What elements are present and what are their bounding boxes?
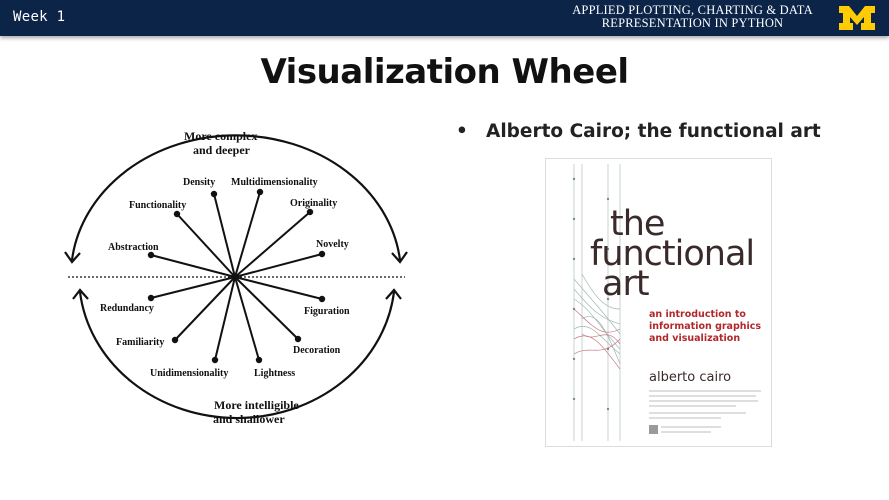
label-novelty: Novelty [316,239,349,250]
bullet-text: Alberto Cairo; the functional art [486,121,821,142]
label-abstraction: Abstraction [108,242,159,253]
spoke-density [213,193,236,278]
book-title-line1: the [610,204,665,244]
top-label-line2: and deeper [193,143,251,157]
dot-decoration [294,335,302,343]
spoke-originality [234,211,311,278]
course-title: APPLIED PLOTTING, CHARTING & DATA REPRES… [560,4,825,30]
label-density: Density [183,177,215,188]
upper-right-arrowhead [391,251,408,264]
book-author: alberto cairo [649,370,732,385]
spoke-novelty [234,253,323,278]
visualization-wheel-diagram: Density Multidimensionality Functionalit… [64,129,408,426]
label-lightness: Lightness [254,368,295,379]
dot-functionality [173,210,181,218]
header-bar: Week 1 APPLIED PLOTTING, CHARTING & DATA… [0,0,889,36]
spoke-decoration [234,276,299,340]
book-subtitle-line2: information graphics [649,321,762,332]
label-redundancy: Redundancy [100,303,154,314]
dot-unidimensionality [211,356,219,364]
upper-left-arrowhead [64,251,81,264]
dot-abstraction [147,251,155,259]
lower-right-arrowhead [385,288,402,300]
dot-redundancy [147,294,155,302]
book-subtitle-line3: and visualization [649,333,741,344]
lower-left-arrowhead [72,288,89,300]
spoke-functionality [176,213,236,278]
dot-density [210,190,218,198]
label-originality: Originality [290,198,337,209]
dot-novelty [318,250,326,258]
spoke-abstraction [150,254,236,278]
bottom-label-line2: and shallower [213,412,285,426]
bullet-dot: • [456,121,468,142]
dot-familiarity [171,336,179,344]
dot-figuration [318,295,326,303]
block-m-logo-icon [839,6,875,30]
book-subtitle-line1: an introduction to [649,309,746,320]
spoke-redundancy [150,276,236,299]
bottom-label-line1: More intelligible [214,398,299,412]
course-title-line1: APPLIED PLOTTING, CHARTING & DATA [572,3,813,17]
week-label: Week 1 [13,9,66,25]
label-multidimensionality: Multidimensionality [231,177,318,188]
lower-arc [78,291,396,420]
spoke-lightness [234,276,260,361]
upper-arc [70,134,402,261]
label-functionality: Functionality [129,200,186,211]
book-title: the functional art [590,204,755,304]
spoke-multidimensionality [234,191,261,278]
book-subtitle: an introduction to information graphics … [649,309,761,345]
spoke-figuration [234,276,323,300]
label-decoration: Decoration [293,345,341,356]
label-familiarity: Familiarity [116,337,164,348]
slide-title: Visualization Wheel [260,52,629,92]
top-label-line1: More complex [184,129,257,143]
book-title-line2: functional [590,234,755,274]
label-figuration: Figuration [304,306,350,317]
dot-lightness [255,356,263,364]
dot-multidimensionality [256,188,264,196]
book-cover-image: the functional art an introduction to in… [545,158,772,447]
book-title-line3: art [602,264,650,304]
course-title-line2: REPRESENTATION IN PYTHON [601,16,784,30]
spoke-familiarity [174,276,236,341]
label-unidimensionality: Unidimensionality [150,368,228,379]
dot-originality [306,208,314,216]
bullet-item: • Alberto Cairo; the functional art [456,121,821,142]
book-cover-lines [572,164,761,441]
spoke-unidimensionality [214,276,236,361]
